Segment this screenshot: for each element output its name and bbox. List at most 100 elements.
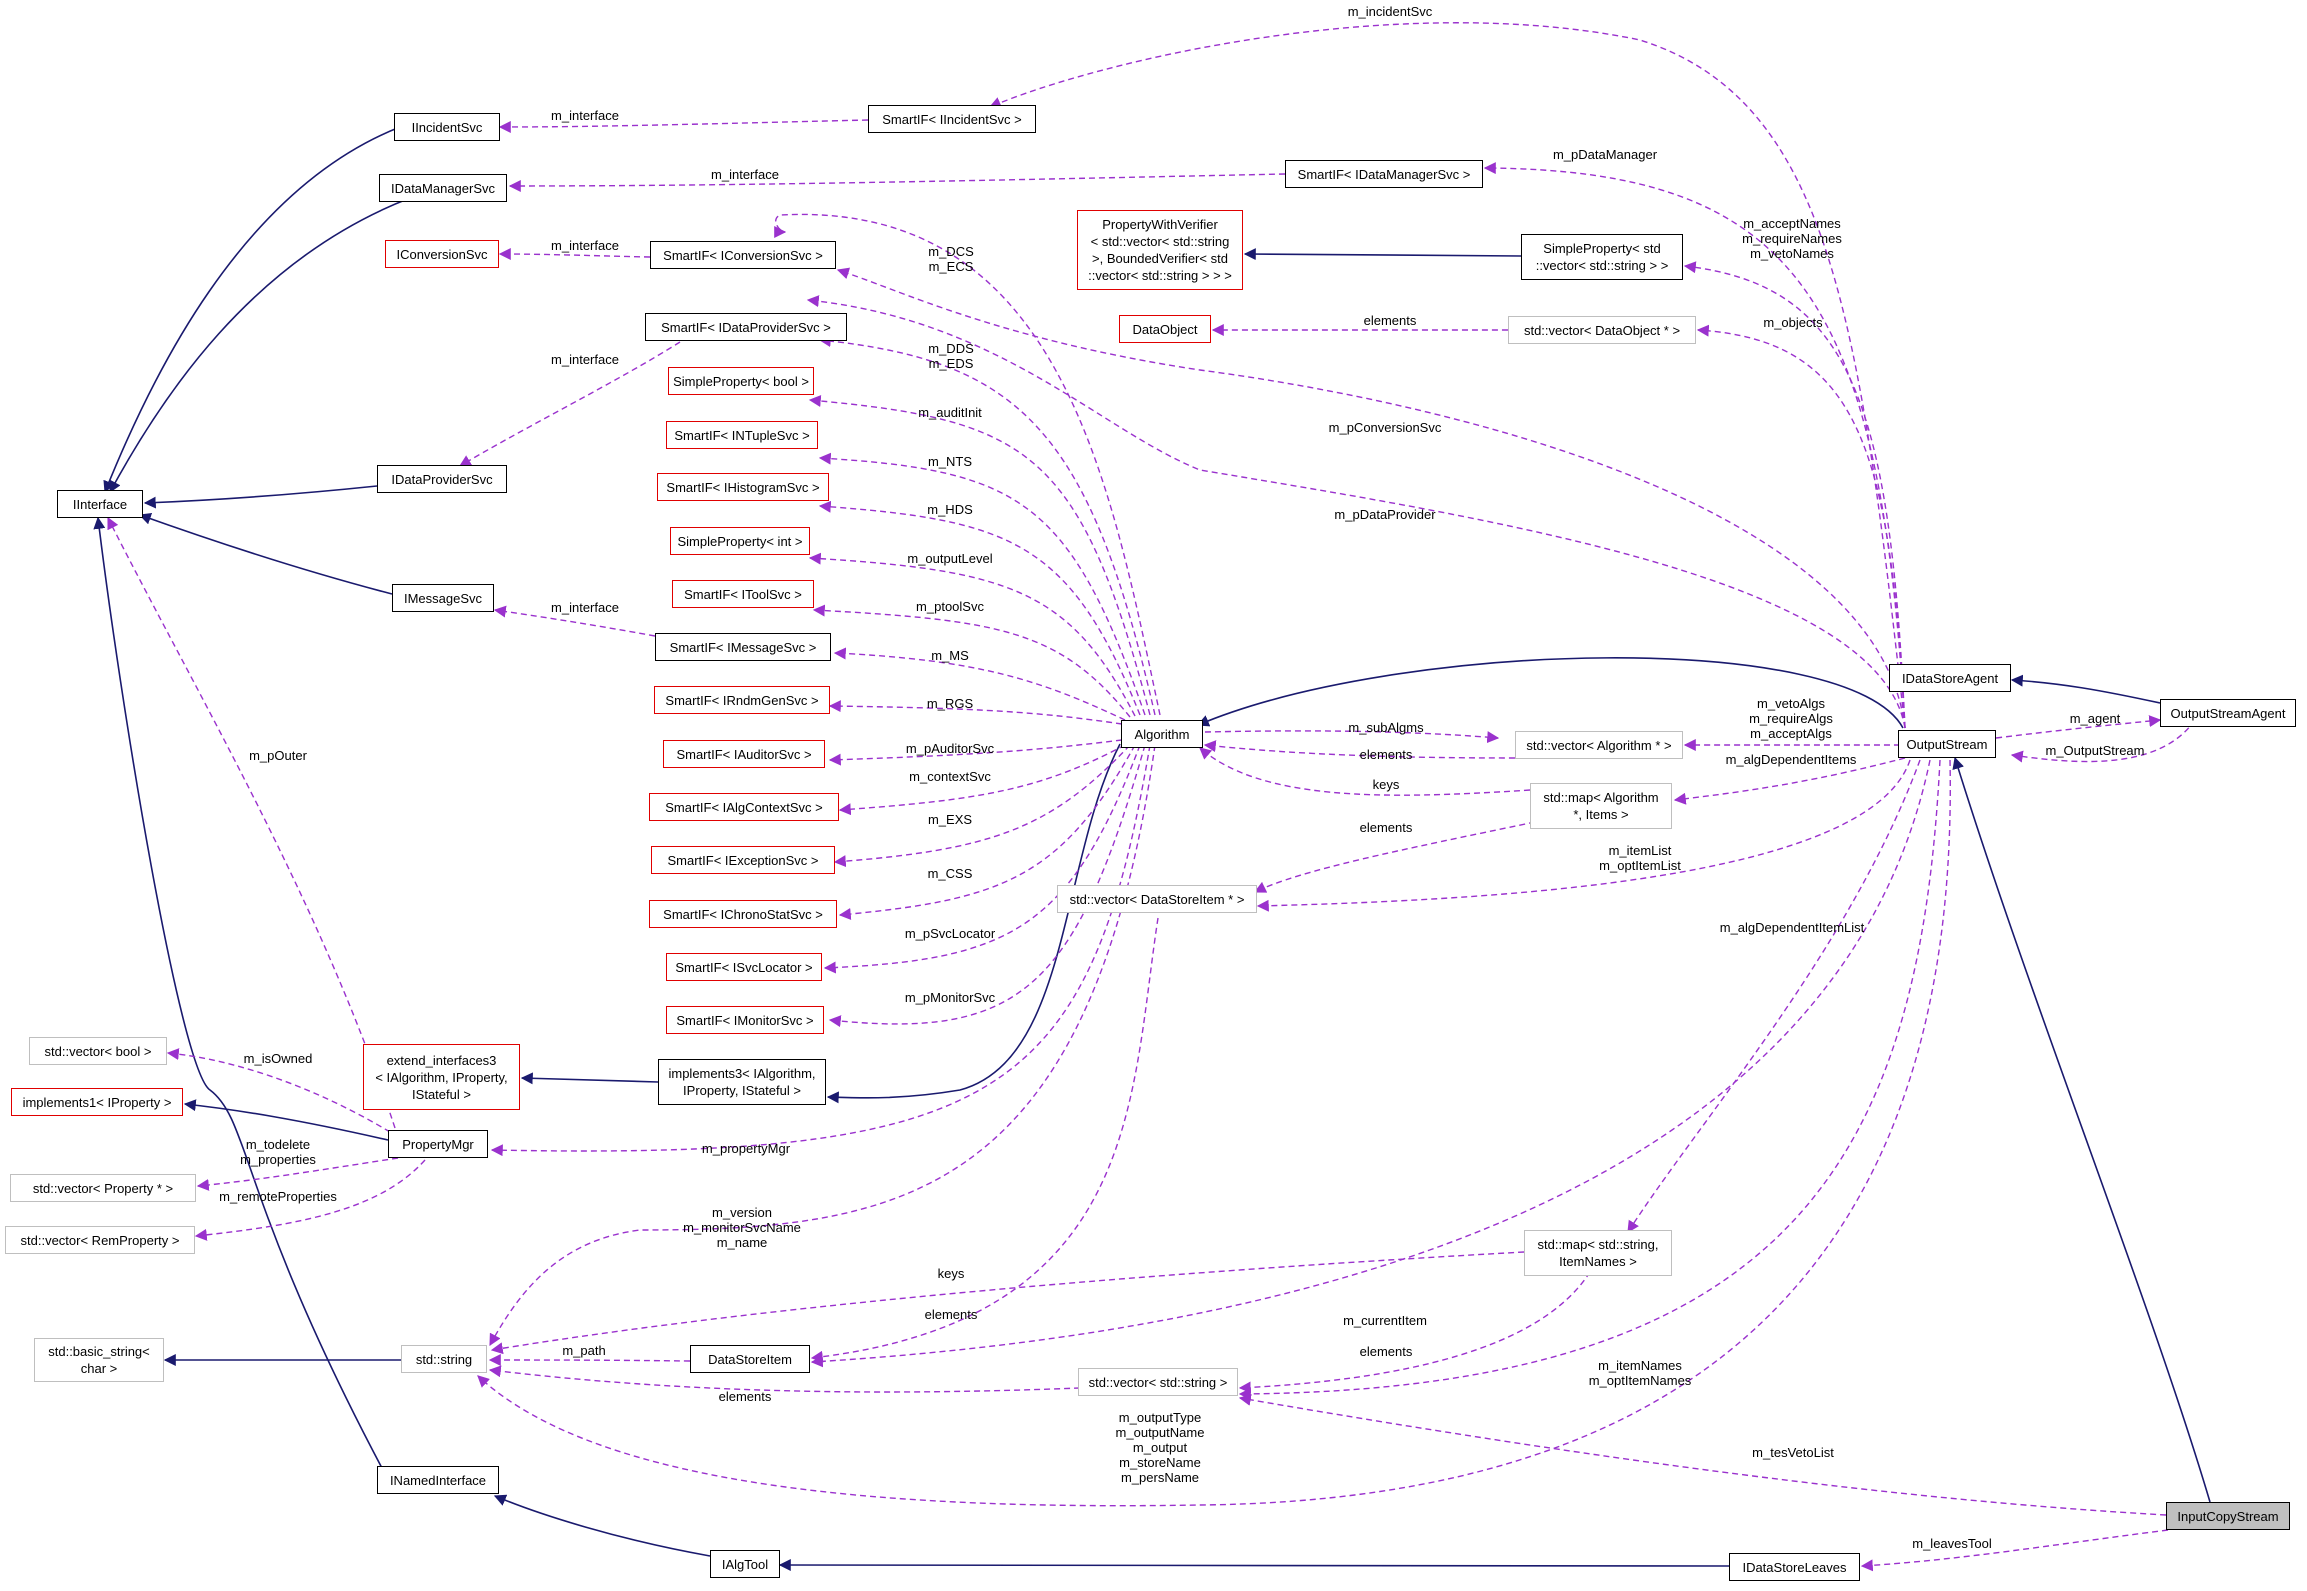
node-smartif-ihistogramsvc[interactable]: SmartIF< IHistogramSvc > bbox=[657, 473, 829, 501]
edge-algorithm-smartexception bbox=[833, 744, 1131, 868]
label-m-itemnames: m_itemNames m_optItemNames bbox=[1588, 1358, 1692, 1388]
label-m-algdependentitemlist: m_algDependentItemList bbox=[1719, 920, 1865, 935]
node-iincidentsvc[interactable]: IIncidentSvc bbox=[394, 113, 500, 141]
edge-algorithm-smartmessage bbox=[833, 647, 1126, 721]
edge-outputstream-vecdataobject bbox=[1696, 324, 1906, 729]
node-algorithm[interactable]: Algorithm bbox=[1121, 720, 1203, 748]
node-idataprovidersvc[interactable]: IDataProviderSvc bbox=[377, 465, 507, 493]
edge-algorithm-smartmonitor bbox=[828, 744, 1146, 1028]
label-elements-vecstring-1: elements bbox=[1359, 1344, 1413, 1359]
label-m-hds: m_HDS bbox=[927, 502, 973, 517]
node-simpleproperty-bool[interactable]: SimpleProperty< bool > bbox=[668, 367, 814, 395]
node-smartif-idatamanagersvc[interactable]: SmartIF< IDataManagerSvc > bbox=[1285, 160, 1483, 188]
node-implements3[interactable]: implements3< IAlgorithm, IProperty, ISta… bbox=[658, 1059, 826, 1105]
label-m-exs: m_EXS bbox=[927, 812, 973, 827]
node-outputstream[interactable]: OutputStream bbox=[1898, 730, 1996, 758]
edge-algorithm-smartntuple bbox=[818, 452, 1146, 716]
label-m-todelete: m_todelete m_properties bbox=[240, 1137, 316, 1167]
node-implements1[interactable]: implements1< IProperty > bbox=[11, 1088, 183, 1116]
node-smartif-iauditorsvc[interactable]: SmartIF< IAuditorSvc > bbox=[663, 740, 825, 768]
label-m-dds: m_DDS m_EDS bbox=[928, 341, 974, 371]
label-m-outputstream: m_OutputStream bbox=[2045, 743, 2145, 758]
node-vecremproperty[interactable]: std::vector< RemProperty > bbox=[5, 1226, 195, 1254]
label-m-propertymgr: m_propertyMgr bbox=[701, 1141, 791, 1156]
node-imessagesvc[interactable]: IMessageSvc bbox=[392, 584, 494, 612]
label-m-vetoalgs: m_vetoAlgs m_requireAlgs m_acceptAlgs bbox=[1749, 696, 1833, 741]
node-smartif-ichronostatsvc[interactable]: SmartIF< IChronoStatSvc > bbox=[649, 900, 837, 928]
node-idatamanagersvc[interactable]: IDataManagerSvc bbox=[379, 174, 507, 202]
node-vec-dataobject[interactable]: std::vector< DataObject * > bbox=[1508, 316, 1696, 344]
edge-outputstream-algorithm bbox=[1196, 657, 1904, 729]
label-keys-map: keys bbox=[937, 1266, 965, 1281]
node-idatastoreagent[interactable]: IDataStoreAgent bbox=[1889, 664, 2011, 692]
node-smartif-irndmgensvc[interactable]: SmartIF< IRndmGenSvc > bbox=[654, 686, 830, 714]
edge-inamedinterface-iinterface bbox=[93, 516, 384, 1471]
node-vecbool[interactable]: std::vector< bool > bbox=[29, 1037, 167, 1065]
edge-agent bbox=[1995, 715, 2162, 739]
node-smartif-imessagesvc[interactable]: SmartIF< IMessageSvc > bbox=[655, 633, 831, 661]
node-outputstreamagent[interactable]: OutputStreamAgent bbox=[2160, 699, 2296, 727]
label-m-leavestool: m_leavesTool bbox=[1912, 1536, 1992, 1551]
label-elements-datastore: elements bbox=[924, 1307, 978, 1322]
node-inamedinterface[interactable]: INamedInterface bbox=[377, 1466, 499, 1494]
node-smartif-idataprovidersvc[interactable]: SmartIF< IDataProviderSvc > bbox=[645, 313, 847, 341]
label-m-version: m_version m_monitorSvcName m_name bbox=[683, 1205, 801, 1250]
node-smartif-iconversionsvc[interactable]: SmartIF< IConversionSvc > bbox=[650, 241, 836, 269]
label-m-ptoolsvc: m_ptoolSvc bbox=[916, 599, 984, 614]
node-basicstring[interactable]: std::basic_string< char > bbox=[34, 1338, 164, 1382]
node-stdstring[interactable]: std::string bbox=[401, 1345, 487, 1373]
edge-outputstream-vecstring bbox=[1238, 759, 1941, 1400]
edge-inputcopystream-idatastoreleaves bbox=[1860, 1529, 2169, 1572]
edge-idatamanagersvc-iinterface bbox=[109, 197, 411, 494]
node-vec-datastoreitem[interactable]: std::vector< DataStoreItem * > bbox=[1057, 885, 1257, 913]
edge-smartincident-iincidentsvc bbox=[498, 119, 869, 133]
node-inputcopystream[interactable]: InputCopyStream bbox=[2166, 1502, 2290, 1530]
edge-algorithm-propertymgr bbox=[490, 744, 1151, 1157]
label-m-algdependentitems: m_algDependentItems bbox=[1725, 752, 1857, 767]
label-m-incidentsvc: m_incidentSvc bbox=[1347, 4, 1433, 19]
edge-smartdataprovider-idataprovidersvc bbox=[458, 341, 681, 467]
edge-mapstring-vecstring bbox=[1238, 1271, 1591, 1394]
edge-outputstream-stdstring bbox=[477, 759, 1951, 1507]
edge-outputstreamagent-idatastoreagent bbox=[2010, 674, 2161, 704]
label-m-isowned: m_isOwned bbox=[243, 1051, 313, 1066]
node-smartif-imonitorsvc[interactable]: SmartIF< IMonitorSvc > bbox=[666, 1006, 824, 1034]
node-smartif-isvclocator[interactable]: SmartIF< ISvcLocator > bbox=[666, 953, 822, 981]
node-propertywithverifier[interactable]: PropertyWithVerifier < std::vector< std:… bbox=[1077, 210, 1243, 290]
edge-algorithm-smartchrono bbox=[838, 744, 1136, 920]
node-smartif-iincidentsvc[interactable]: SmartIF< IIncidentSvc > bbox=[868, 105, 1036, 133]
node-map-algorithm[interactable]: std::map< Algorithm *, Items > bbox=[1530, 783, 1672, 829]
label-keys-algorithm: keys bbox=[1372, 777, 1400, 792]
edge-idataprovidersvc-iinterface bbox=[143, 485, 378, 509]
node-iinterface[interactable]: IInterface bbox=[57, 490, 143, 518]
label-m-pdatamanager: m_pDataManager bbox=[1552, 147, 1658, 162]
node-smartif-itoolsvc[interactable]: SmartIF< IToolSvc > bbox=[672, 580, 814, 608]
edge-algorithm-smartdataprovider bbox=[818, 335, 1156, 716]
label-m-dcs: m_DCS m_ECS bbox=[928, 244, 974, 274]
edge-outputstream-smartconversion bbox=[836, 267, 1906, 729]
node-datastoreitem[interactable]: DataStoreItem bbox=[690, 1345, 810, 1373]
label-m-pconversionsvc: m_pConversionSvc bbox=[1328, 420, 1442, 435]
label-m-interface-4: m_interface bbox=[551, 352, 619, 367]
label-elements-datastoreitem: elements bbox=[1359, 820, 1413, 835]
node-dataobject[interactable]: DataObject bbox=[1119, 315, 1211, 343]
node-extend-interfaces3[interactable]: extend_interfaces3 < IAlgorithm, IProper… bbox=[363, 1044, 520, 1110]
edge-iinterface-propertymgr bbox=[107, 516, 396, 1129]
node-iconversionsvc[interactable]: IConversionSvc bbox=[385, 240, 499, 268]
node-smartif-ialgcontextsvc[interactable]: SmartIF< IAlgContextSvc > bbox=[649, 793, 839, 821]
node-ialgtool[interactable]: IAlgTool bbox=[710, 1550, 780, 1578]
node-propertymgr[interactable]: PropertyMgr bbox=[388, 1130, 488, 1158]
node-vecproperty[interactable]: std::vector< Property * > bbox=[10, 1174, 196, 1202]
node-smartif-intuplesvc[interactable]: SmartIF< INTupleSvc > bbox=[666, 421, 818, 449]
node-simpleproperty-vecstring[interactable]: SimpleProperty< std ::vector< std::strin… bbox=[1521, 234, 1683, 280]
node-simpleproperty-int[interactable]: SimpleProperty< int > bbox=[670, 527, 810, 555]
node-vec-algorithm[interactable]: std::vector< Algorithm * > bbox=[1515, 731, 1683, 759]
label-m-subalgms: m_subAlgms bbox=[1348, 720, 1424, 735]
label-m-remoteproperties: m_remoteProperties bbox=[219, 1189, 337, 1204]
edge-outputstream-smartincident bbox=[988, 22, 1906, 729]
node-idatastoreleaves[interactable]: IDataStoreLeaves bbox=[1729, 1553, 1860, 1581]
label-m-pouter: m_pOuter bbox=[249, 748, 307, 763]
node-smartif-iexceptionsvc[interactable]: SmartIF< IExceptionSvc > bbox=[651, 846, 835, 874]
node-vec-string[interactable]: std::vector< std::string > bbox=[1078, 1368, 1238, 1396]
node-map-string[interactable]: std::map< std::string, ItemNames > bbox=[1524, 1230, 1672, 1276]
